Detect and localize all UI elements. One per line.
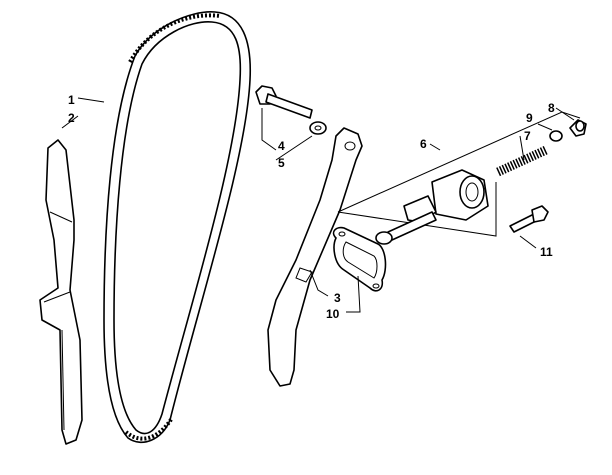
callout-1: 1 <box>68 93 75 107</box>
tensioner-body-part <box>375 169 489 245</box>
callout-4: 4 <box>278 139 285 153</box>
spring-part <box>496 145 548 177</box>
callout-7: 7 <box>524 129 531 143</box>
tensioner-arm-part <box>267 127 363 387</box>
leader-lines <box>61 97 575 313</box>
gasket-part <box>332 226 387 292</box>
callout-5: 5 <box>278 156 285 170</box>
chain-guide-part <box>39 139 83 445</box>
mounting-bolt-part <box>509 205 549 233</box>
callout-6: 6 <box>420 137 427 151</box>
guide-bolt-part <box>255 85 313 119</box>
callout-2: 2 <box>68 111 75 125</box>
callout-10: 10 <box>326 307 340 321</box>
callout-labels: 1 2 4 5 3 10 6 7 9 8 11 <box>68 93 555 321</box>
callout-9: 9 <box>526 111 533 125</box>
cap-bolt-part <box>569 119 587 137</box>
callout-11: 11 <box>540 245 553 259</box>
o-ring-part <box>549 130 563 142</box>
callout-3: 3 <box>334 291 341 305</box>
callout-8: 8 <box>548 101 555 115</box>
cam-chain-part <box>103 11 252 444</box>
washer-part <box>309 121 327 135</box>
